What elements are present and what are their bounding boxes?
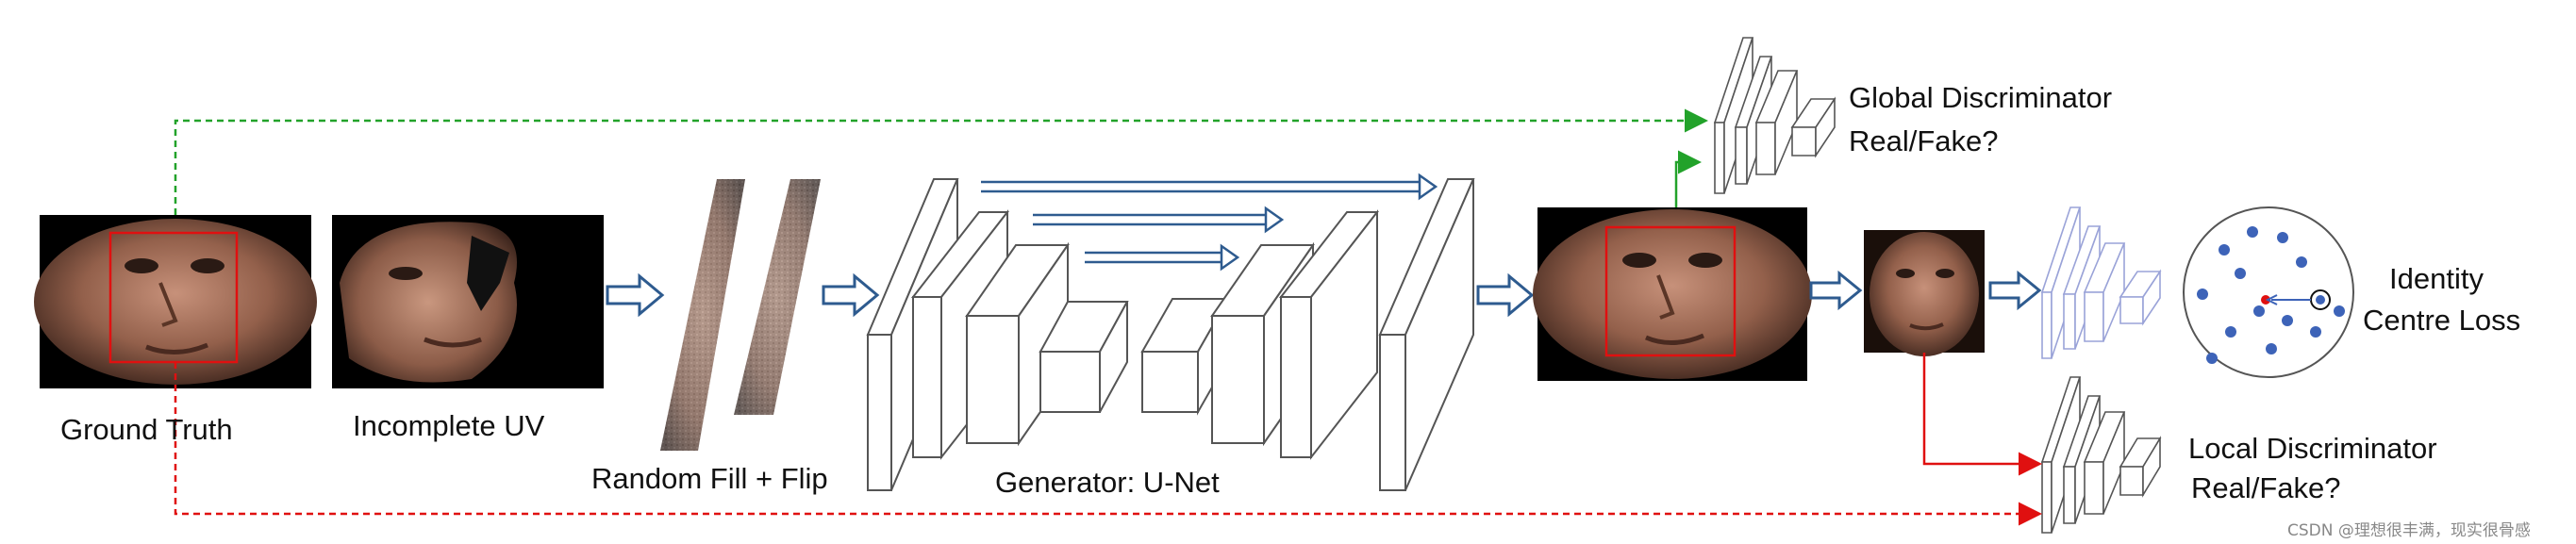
ground-truth-label: Ground Truth — [60, 413, 233, 446]
incomplete-uv-image — [332, 215, 604, 388]
hollow-arrow-3 — [1476, 272, 1535, 318]
global-discriminator-title: Global Discriminator — [1849, 81, 2113, 114]
generator-unet — [866, 178, 1475, 491]
local-discriminator-question: Real/Fake? — [2191, 471, 2341, 504]
hollow-arrow-2 — [822, 272, 880, 318]
skip-connection-inner — [1085, 243, 1240, 272]
identity-centre-loss-plot — [2183, 206, 2354, 378]
local-discriminator — [2040, 376, 2162, 534]
global-discriminator — [1713, 37, 1836, 194]
hollow-arrow-4 — [1809, 270, 1863, 311]
green-arrow-output-to-global — [1674, 150, 1702, 207]
identity-label-line1: Identity — [2389, 262, 2484, 295]
generator-label: Generator: U-Net — [995, 466, 1220, 499]
identity-network — [2040, 206, 2162, 359]
output-uv-image — [1533, 207, 1812, 381]
skip-connection-outer — [981, 173, 1438, 201]
hollow-arrow-1 — [606, 272, 665, 318]
flip-image — [734, 179, 821, 415]
skip-connection-middle — [1033, 206, 1285, 234]
local-discriminator-title: Local Discriminator — [2188, 432, 2437, 465]
red-dashed-path-ground-truth-to-local — [174, 362, 2042, 526]
global-discriminator-question: Real/Fake? — [1849, 124, 1999, 157]
red-arrow-crop-to-local — [1922, 353, 2042, 476]
cropped-face-image — [1864, 230, 1985, 356]
ground-truth-image — [34, 215, 317, 388]
watermark: CSDN @理想很丰满，现实很骨感 — [2287, 521, 2531, 540]
random-fill-flip-label: Random Fill + Flip — [591, 462, 828, 495]
output-face-crop-box — [1604, 225, 1737, 357]
random-fill-image — [660, 179, 745, 451]
identity-label-line2: Centre Loss — [2363, 304, 2521, 337]
hollow-arrow-5 — [1988, 270, 2042, 311]
face-crop-box — [108, 231, 239, 364]
green-dashed-path-ground-truth-to-global — [174, 108, 1708, 215]
incomplete-uv-label: Incomplete UV — [353, 409, 545, 442]
